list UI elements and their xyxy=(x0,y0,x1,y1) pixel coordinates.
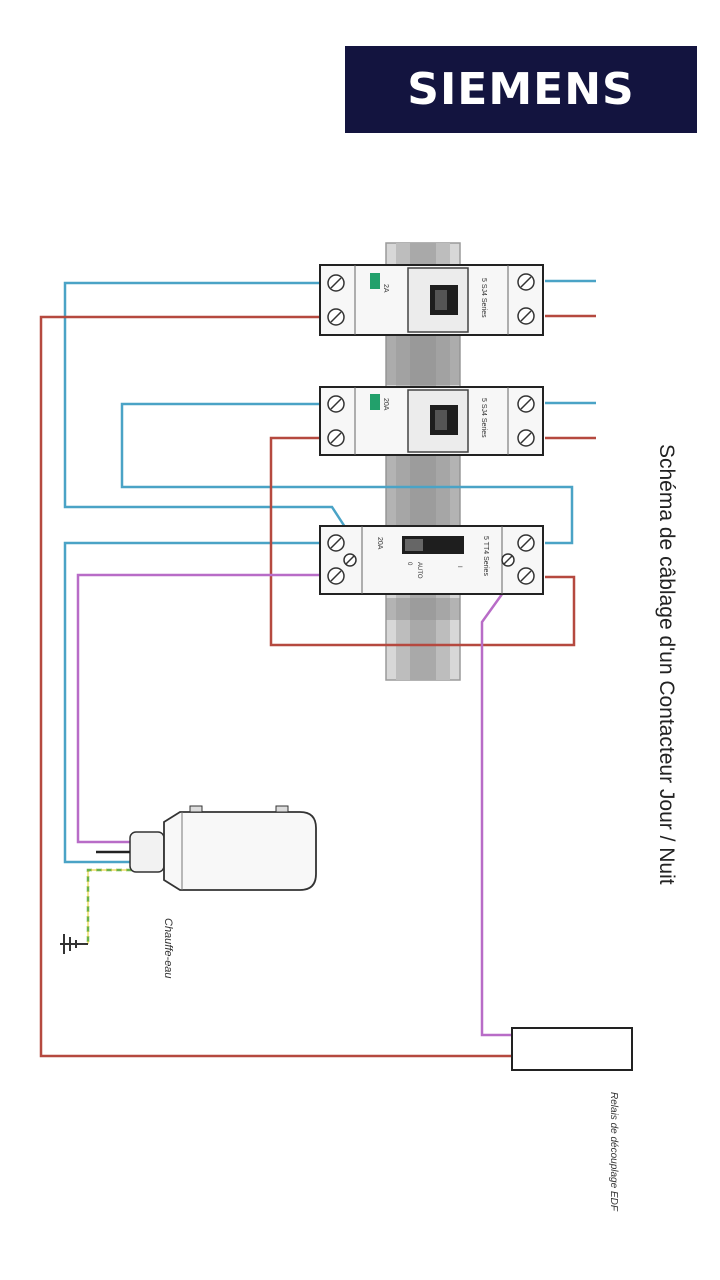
water-heater xyxy=(96,805,317,891)
edf-relay-box xyxy=(511,1027,633,1071)
phase-wires xyxy=(39,314,596,1058)
module-1-ref: 5 SJ4 Series xyxy=(480,278,487,318)
water-heater-label: Chauffe-eau xyxy=(162,918,174,979)
module-2-rating: 20A xyxy=(382,398,389,411)
contactor-module: 20A 5 TT4 Series I AUTO 0 xyxy=(319,525,544,595)
contactor-switch-label-2: AUTO xyxy=(416,562,422,579)
breaker-module-2: 20A 5 SJ4 Series xyxy=(319,386,544,456)
relay-label: Relais de découplage EDF xyxy=(608,1092,619,1212)
ground-icon xyxy=(60,934,88,954)
module-1-rating: 2A xyxy=(382,284,389,293)
module-2-ref: 5 SJ4 Series xyxy=(480,398,487,438)
siemens-logo: SIEMENS xyxy=(345,46,697,133)
contactor-switch-label-3: 0 xyxy=(406,562,412,566)
neutral-wires xyxy=(63,279,596,864)
contactor-switch-label-1: I xyxy=(456,566,462,568)
module-3-ref: 5 TT4 Series xyxy=(482,536,489,576)
module-3-rating: 20A xyxy=(376,537,383,550)
breaker-module-1: 2A 5 SJ4 Series xyxy=(319,264,544,336)
earth-wire xyxy=(86,868,132,944)
control-wires xyxy=(76,573,512,1037)
diagram-title: Schéma de câblage d'un Contacteur Jour /… xyxy=(655,444,678,885)
siemens-logo-text: SIEMENS xyxy=(407,64,635,115)
